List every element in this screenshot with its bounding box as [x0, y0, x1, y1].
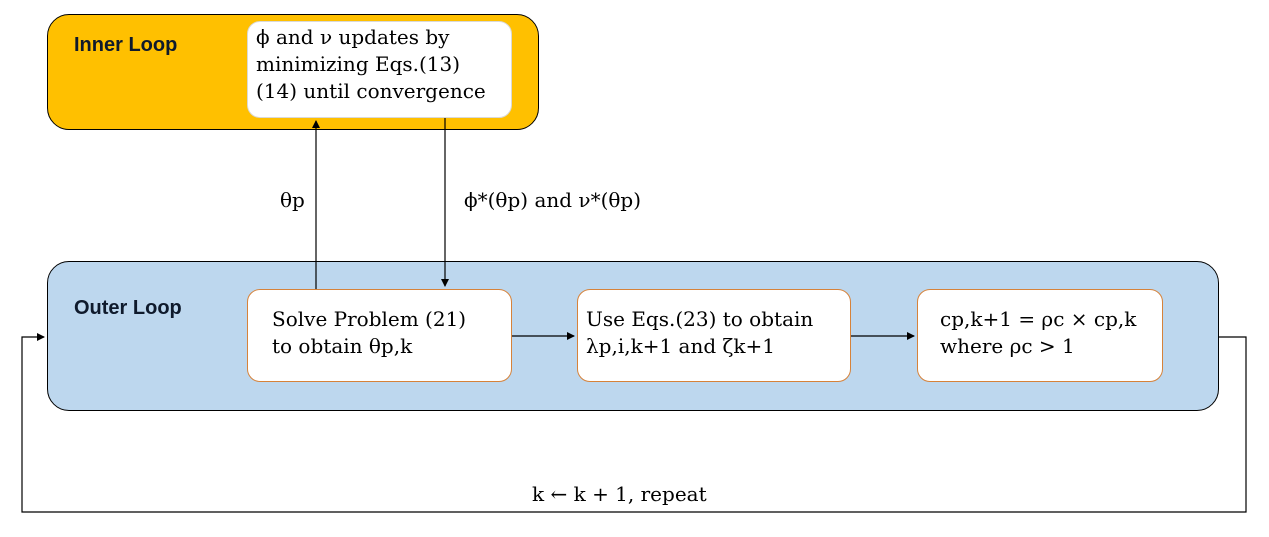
multiplier-update-box: Use Eqs.(23) to obtain λp,i,k+1 and ζk+1 — [577, 289, 851, 382]
inner-update-box: ϕ and ν updates by minimizing Eqs.(13) (… — [247, 21, 512, 118]
phi-nu-edge-label: ϕ*(θp) and ν*(θp) — [464, 188, 642, 212]
step3-line-1: cp,k+1 = ρc × cp,k — [940, 307, 1137, 331]
outer-loop-title: Outer Loop — [74, 297, 182, 319]
inner-box-line-3: (14) until convergence — [256, 79, 486, 103]
repeat-feedback-arrow — [21, 333, 1247, 513]
inner-loop-title: Inner Loop — [74, 34, 178, 56]
step2-line-2: λp,i,k+1 and ζk+1 — [586, 334, 775, 358]
step3-line-2: where ρc > 1 — [940, 334, 1075, 358]
repeat-edge-label: k ← k + 1, repeat — [532, 482, 707, 506]
penalty-update-box: cp,k+1 = ρc × cp,k where ρc > 1 — [917, 289, 1163, 382]
inner-box-line-1: ϕ and ν updates by — [256, 25, 450, 49]
step1-line-1: Solve Problem (21) — [272, 307, 467, 331]
theta-edge-label: θp — [280, 188, 305, 212]
inner-box-line-2: minimizing Eqs.(13) — [256, 52, 461, 76]
solve-problem-box: Solve Problem (21) to obtain θp,k — [247, 289, 512, 382]
step2-line-1: Use Eqs.(23) to obtain — [586, 307, 814, 331]
step1-line-2: to obtain θp,k — [272, 334, 413, 358]
